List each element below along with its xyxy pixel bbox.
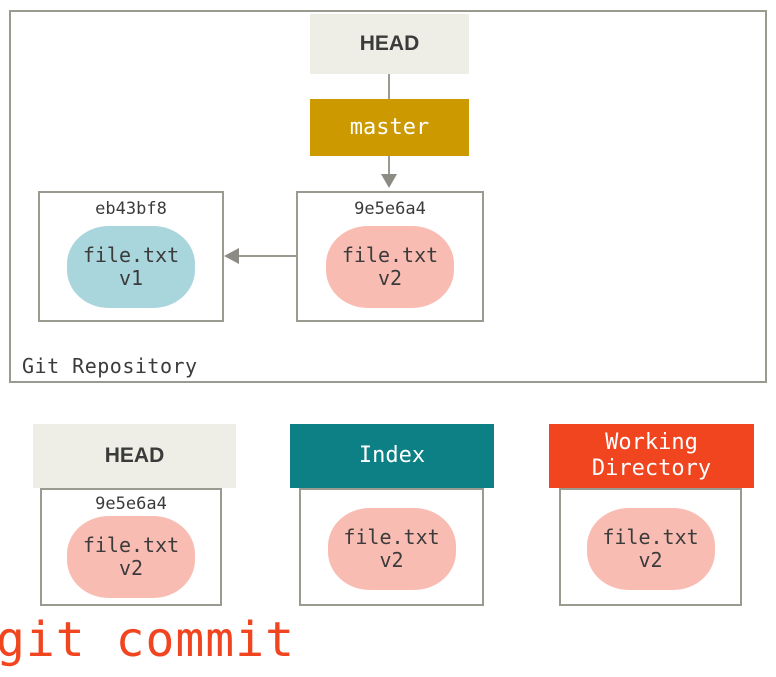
commit-parent-link-line (238, 255, 296, 257)
area-title: HEAD (104, 444, 165, 468)
blob-version: v1 (118, 266, 144, 290)
blob-file-v1: file.txt v1 (67, 226, 195, 308)
blob-file-working-directory: file.txt v2 (586, 508, 715, 590)
area-header-working-directory: Working Directory (549, 424, 754, 488)
blob-file-head: file.txt v2 (67, 516, 195, 598)
blob-filename: file.txt (343, 525, 440, 549)
area-body-head: 9e5e6a4 file.txt v2 (40, 488, 222, 606)
blob-version: v2 (379, 548, 404, 572)
area-title-line1: Working (605, 429, 698, 455)
blob-version: v2 (118, 556, 144, 580)
commit-hash-label: 9e5e6a4 (354, 199, 426, 219)
command-caption: git commit (0, 612, 295, 668)
area-body-working-directory: file.txt v2 (559, 488, 742, 606)
blob-version: v2 (638, 548, 663, 572)
head-pointer-box: HEAD (310, 14, 469, 74)
commit-box-eb43bf8: eb43bf8 file.txt v1 (38, 191, 224, 322)
area-header-index: Index (290, 424, 494, 488)
area-header-head: HEAD (33, 424, 236, 488)
blob-filename: file.txt (82, 243, 180, 267)
blob-file-index: file.txt v2 (327, 508, 456, 590)
arrow-down-icon (381, 174, 397, 188)
commit-hash-label: eb43bf8 (95, 199, 167, 219)
area-body-index: file.txt v2 (299, 488, 484, 606)
area-title-line2: Directory (591, 456, 712, 481)
blob-filename: file.txt (341, 243, 439, 267)
blob-version: v2 (377, 266, 403, 290)
blob-filename: file.txt (82, 533, 180, 557)
area-hash-label: 9e5e6a4 (95, 494, 167, 514)
blob-filename: file.txt (602, 525, 699, 549)
area-title: Index (358, 442, 426, 468)
master-branch-box: master (310, 99, 469, 156)
arrow-left-icon (224, 248, 239, 264)
git-repository-label: Git Repository (22, 354, 198, 378)
connector-master-to-commit (388, 156, 390, 182)
area-title: Working Directory (592, 430, 711, 483)
commit-box-9e5e6a4: 9e5e6a4 file.txt v2 (296, 191, 484, 322)
connector-head-to-master (388, 74, 390, 99)
blob-file-v2: file.txt v2 (326, 226, 454, 308)
